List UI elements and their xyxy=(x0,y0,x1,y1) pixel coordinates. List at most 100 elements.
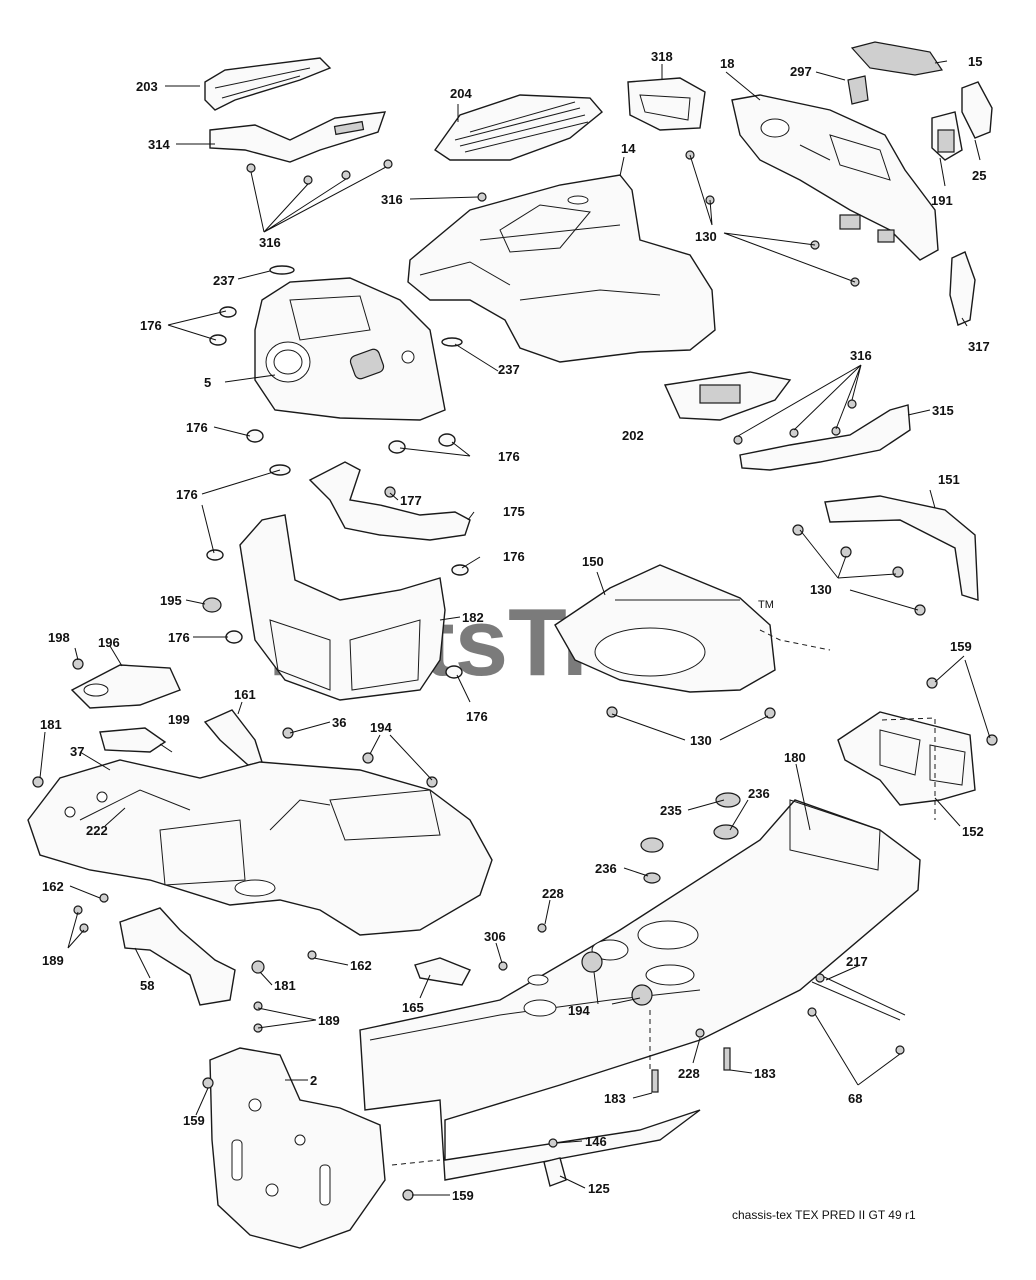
part-2 xyxy=(209,1047,386,1249)
callout-159: 159 xyxy=(452,1188,474,1203)
callout-176: 176 xyxy=(498,449,520,464)
callout-237: 237 xyxy=(498,362,520,377)
part-318 xyxy=(627,77,706,131)
part-18 xyxy=(731,94,939,261)
callout-235: 235 xyxy=(660,803,682,818)
callout-146: 146 xyxy=(585,1134,607,1149)
callout-222: 222 xyxy=(86,823,108,838)
callout-176: 176 xyxy=(186,420,208,435)
part-151 xyxy=(824,495,979,601)
part-25 xyxy=(961,81,993,139)
callout-176: 176 xyxy=(466,709,488,724)
callout-180: 180 xyxy=(784,750,806,765)
callout-181: 181 xyxy=(40,717,62,732)
callout-162: 162 xyxy=(42,879,64,894)
part-14 xyxy=(407,174,716,363)
part-5 xyxy=(254,277,446,421)
part-152 xyxy=(837,711,976,806)
callout-181: 181 xyxy=(274,978,296,993)
callout-159: 159 xyxy=(183,1113,205,1128)
callout-228: 228 xyxy=(678,1066,700,1081)
callout-236: 236 xyxy=(748,786,770,801)
callout-176: 176 xyxy=(168,630,190,645)
callout-130: 130 xyxy=(690,733,712,748)
callout-316: 316 xyxy=(381,192,403,207)
callout-125: 125 xyxy=(588,1181,610,1196)
callout-316: 316 xyxy=(259,235,281,250)
callout-175: 175 xyxy=(503,504,525,519)
callout-159: 159 xyxy=(950,639,972,654)
callout-162: 162 xyxy=(350,958,372,973)
part-58 xyxy=(119,907,236,1006)
watermark-tm: TM xyxy=(758,599,774,611)
part-161 xyxy=(203,709,263,766)
callout-14: 14 xyxy=(621,141,636,156)
callout-228: 228 xyxy=(542,886,564,901)
callout-152: 152 xyxy=(962,824,984,839)
callout-189: 189 xyxy=(318,1013,340,1028)
part-182 xyxy=(239,514,446,701)
callout-194: 194 xyxy=(370,720,392,735)
callout-189: 189 xyxy=(42,953,64,968)
part-315 xyxy=(739,404,911,471)
part-37 xyxy=(27,759,493,936)
leader-lines xyxy=(39,60,991,1196)
callout-176: 176 xyxy=(503,549,525,564)
callout-176: 176 xyxy=(176,487,198,502)
callout-217: 217 xyxy=(846,954,868,969)
callout-labels: 203 314 316 316 204 318 18 297 15 25 14 … xyxy=(40,49,990,1203)
part-199 xyxy=(99,727,167,753)
callout-130: 130 xyxy=(695,229,717,244)
callout-297: 297 xyxy=(790,64,812,79)
callout-318: 318 xyxy=(651,49,673,64)
callout-306: 306 xyxy=(484,929,506,944)
callout-15: 15 xyxy=(968,54,982,69)
callout-195: 195 xyxy=(160,593,182,608)
callout-5: 5 xyxy=(204,375,211,390)
callout-25: 25 xyxy=(972,168,986,183)
callout-196: 196 xyxy=(98,635,120,650)
part-203 xyxy=(204,57,332,111)
part-196 xyxy=(70,664,181,709)
callout-130: 130 xyxy=(810,582,832,597)
part-15 xyxy=(850,41,944,76)
callout-2: 2 xyxy=(310,1073,317,1088)
callout-183: 183 xyxy=(754,1066,776,1081)
callout-151: 151 xyxy=(938,472,960,487)
callout-177: 177 xyxy=(400,493,422,508)
callout-317: 317 xyxy=(968,339,990,354)
part-165 xyxy=(414,957,471,986)
callout-165: 165 xyxy=(402,1000,424,1015)
callout-36: 36 xyxy=(332,715,346,730)
part-204 xyxy=(434,94,603,161)
part-175 xyxy=(308,461,471,541)
callout-161: 161 xyxy=(234,687,256,702)
callout-176: 176 xyxy=(140,318,162,333)
part-297 xyxy=(847,75,869,105)
callout-68: 68 xyxy=(848,1091,862,1106)
part-314 xyxy=(209,111,387,163)
part-317 xyxy=(949,251,976,326)
callout-194: 194 xyxy=(568,1003,590,1018)
callout-183: 183 xyxy=(604,1091,626,1106)
callout-202: 202 xyxy=(622,428,644,443)
callout-315: 315 xyxy=(932,403,954,418)
callout-236: 236 xyxy=(595,861,617,876)
callout-316: 316 xyxy=(850,348,872,363)
callout-203: 203 xyxy=(136,79,158,94)
callout-18: 18 xyxy=(720,56,734,71)
callout-191: 191 xyxy=(931,193,953,208)
callout-314: 314 xyxy=(148,137,170,152)
callout-204: 204 xyxy=(450,86,472,101)
callout-199: 199 xyxy=(168,712,190,727)
callout-58: 58 xyxy=(140,978,154,993)
callout-198: 198 xyxy=(48,630,70,645)
part-shapes xyxy=(27,41,998,1249)
callout-237: 237 xyxy=(213,273,235,288)
part-125 xyxy=(543,1157,567,1187)
callout-150: 150 xyxy=(582,554,604,569)
diagram-code: chassis-tex TEX PRED II GT 49 r1 xyxy=(732,1208,916,1222)
callout-182: 182 xyxy=(462,610,484,625)
callout-37: 37 xyxy=(70,744,84,759)
